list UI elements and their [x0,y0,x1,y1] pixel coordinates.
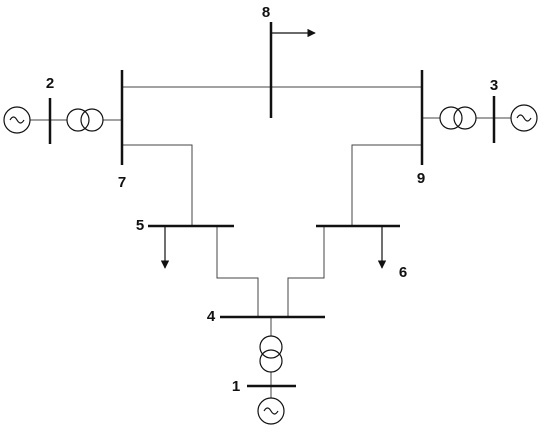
line-6-4 [287,226,325,317]
transformer-icon [66,108,104,132]
line-5-4 [216,226,259,317]
bus-label-3: 3 [490,77,498,94]
ac-source-icon [510,104,538,132]
bus-label-6: 6 [399,264,407,281]
line-9-6 [351,144,422,226]
transformer-icon [439,106,477,130]
ac-source-icon [257,397,285,425]
line-7-5 [122,144,193,226]
bus-label-1: 1 [232,378,240,395]
bus-label-7: 7 [118,174,126,191]
ac-source-icon [3,106,31,134]
bus-label-4: 4 [207,308,216,325]
bus-label-5: 5 [136,217,144,234]
bus-label-2: 2 [46,75,54,92]
bus-label-9: 9 [417,170,425,187]
bus-label-8: 8 [262,4,270,21]
transformer-icon [259,335,283,373]
